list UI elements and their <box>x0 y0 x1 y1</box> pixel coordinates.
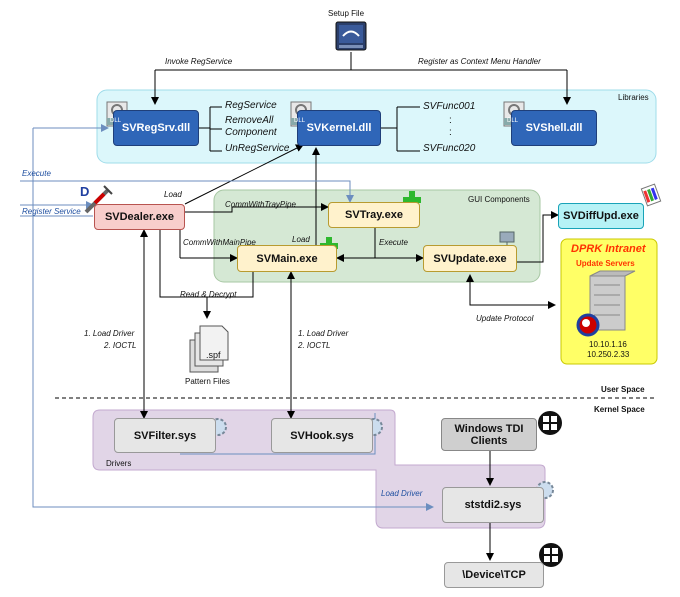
svupdate-box: SVUpdate.exe <box>423 245 517 272</box>
device-tcp-box: \Device\TCP <box>444 562 544 588</box>
load-driver-label: Load Driver <box>381 489 423 498</box>
right-note-2: 2. IOCTL <box>298 341 331 350</box>
comm-tray-label: CommWithTrayPipe <box>225 200 296 209</box>
func-dots-2: : <box>449 127 452 138</box>
arrow-dealer-load-kernel <box>184 144 304 205</box>
intranet-ip2: 10.250.2.33 <box>587 350 630 359</box>
drivers-label: Drivers <box>106 459 132 468</box>
intranet-ip1: 10.10.1.16 <box>589 340 627 349</box>
comm-main-label: CommWithMainPipe <box>183 238 256 247</box>
windows-icon-tdi <box>538 411 562 435</box>
ststdi2-box: ststdi2.sys <box>442 487 544 523</box>
intranet-title: DPRK Intranet <box>571 243 646 255</box>
spf-ext-label: .spf <box>206 350 221 360</box>
svfilter-box: SVFilter.sys <box>114 418 216 453</box>
svdealer-box: SVDealer.exe <box>94 204 185 230</box>
main-load-label: Load <box>292 235 310 244</box>
tdi-line2: Clients <box>470 434 508 447</box>
user-space-label: User Space <box>601 385 645 394</box>
arrow-update-diffupd <box>517 211 559 263</box>
execute-label: Execute <box>22 169 51 178</box>
right-note-1: 1. Load Driver <box>298 329 349 338</box>
execute-update-label: Execute <box>379 238 408 247</box>
dll-tag-svshell: DLL <box>507 118 519 124</box>
windows-icon-tcp <box>539 543 563 567</box>
flag-icon <box>576 313 600 337</box>
read-decrypt-label: Read & Decrypt <box>180 290 237 299</box>
svregsrv-box: SVRegSrv.dll <box>113 110 199 146</box>
exports-bracket <box>198 106 222 152</box>
syringe-icon <box>84 185 113 214</box>
export-regservice: RegService <box>225 100 277 111</box>
left-note-2: 2. IOCTL <box>104 341 137 350</box>
plus-icon-tray <box>403 191 421 209</box>
pattern-files-label: Pattern Files <box>185 377 230 386</box>
kernel-space-label: Kernel Space <box>594 405 645 414</box>
left-note-1: 1. Load Driver <box>84 329 135 338</box>
comm-tray-line <box>185 203 329 213</box>
invoke-regservice-label: Invoke RegService <box>165 57 233 66</box>
export-component: Component <box>225 127 277 138</box>
update-protocol-label: Update Protocol <box>476 314 534 323</box>
line-load-driver <box>32 128 434 511</box>
setup-file-icon <box>335 21 367 51</box>
export-unregservice: UnRegService <box>225 143 290 154</box>
func-svfunc001: SVFunc001 <box>423 101 476 112</box>
dll-tag-svkernel: DLL <box>294 118 306 124</box>
pattern-files-icon <box>189 325 229 373</box>
line-execute-tray <box>20 180 354 203</box>
func-svfunc020: SVFunc020 <box>423 143 476 154</box>
funcs-bracket <box>380 106 420 152</box>
svhook-box: SVHook.sys <box>271 418 373 453</box>
colorful-file-icon <box>640 183 662 207</box>
register-context-label: Register as Context Menu Handler <box>418 57 541 66</box>
libraries-label: Libraries <box>618 93 649 102</box>
tdi-clients-box: Windows TDI Clients <box>441 418 537 451</box>
svshell-box: SVShell.dll <box>511 110 597 146</box>
func-dots-1: : <box>449 115 452 126</box>
tdi-line1: Windows TDI <box>454 422 524 435</box>
svdiffupd-box: SVDiffUpd.exe <box>558 203 644 229</box>
d-letter: D <box>80 184 90 199</box>
dealer-load-label: Load <box>164 190 182 199</box>
svkernel-box: SVKernel.dll <box>297 110 381 146</box>
intranet-subtitle: Update Servers <box>576 259 635 268</box>
dll-tag-svregsrv: DLL <box>110 118 122 124</box>
gui-components-label: GUI Components <box>468 195 530 204</box>
svtray-box: SVTray.exe <box>328 202 420 228</box>
setup-file-label: Setup File <box>328 9 365 18</box>
svmain-box: SVMain.exe <box>237 245 337 272</box>
export-removeall: RemoveAll <box>225 115 274 126</box>
register-service-label: Register Service <box>22 207 81 216</box>
